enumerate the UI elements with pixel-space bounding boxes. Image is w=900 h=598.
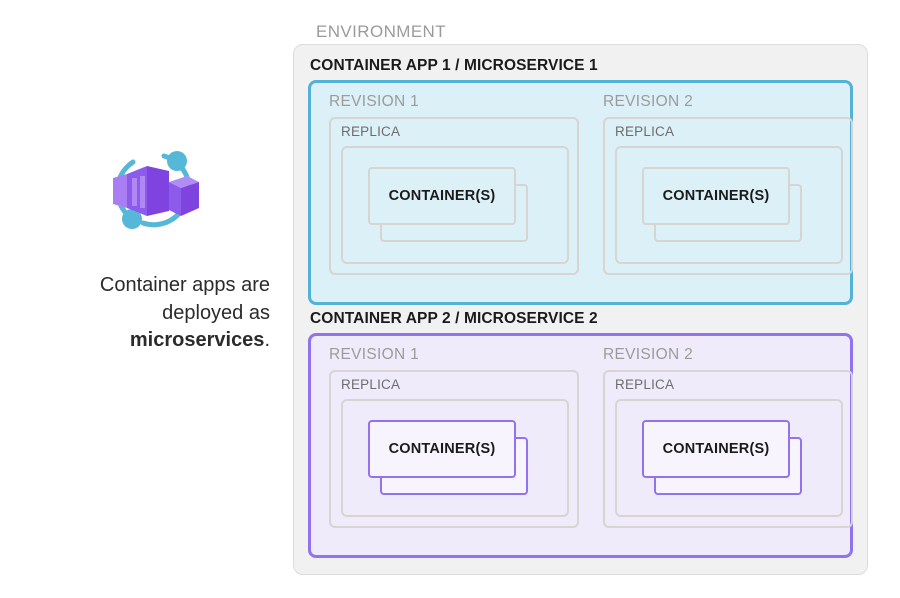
caption-line-1: Container apps are	[99, 274, 270, 296]
app-1-revision-2: REVISION 2 REPLICA CONTAINER(S)	[597, 93, 859, 279]
container-app-2-frame: REVISION 1 REPLICA CONTAINER(S) REVISION	[308, 333, 853, 558]
app-2-revision-1: REVISION 1 REPLICA CONTAINER(S)	[323, 346, 585, 532]
app-1-revision-1: REVISION 1 REPLICA CONTAINER(S)	[323, 93, 585, 279]
container-stack: CONTAINER(S)	[368, 420, 528, 498]
container-card-front: CONTAINER(S)	[642, 420, 790, 478]
revision-label: REVISION 1	[329, 346, 419, 363]
pod-box: CONTAINER(S)	[341, 399, 569, 517]
caption-emphasis: microservices	[129, 329, 265, 352]
container-stack: CONTAINER(S)	[368, 167, 528, 245]
caption-line-2: deployed as	[162, 301, 270, 324]
caption-period: .	[264, 329, 270, 352]
container-app-1-frame: REVISION 1 REPLICA CONTAINER(S) REVISION	[308, 80, 853, 305]
azure-container-apps-logo	[40, 130, 270, 250]
container-app-2-title: CONTAINER APP 2 / MICROSERVICE 2	[310, 310, 598, 327]
replica-label: REPLICA	[615, 377, 675, 392]
container-app-2-group: CONTAINER APP 2 / MICROSERVICE 2 REVISIO…	[308, 310, 853, 558]
container-app-1-group: CONTAINER APP 1 / MICROSERVICE 1 REVISIO…	[308, 57, 853, 305]
replica-box: REPLICA CONTAINER(S)	[329, 370, 579, 528]
pod-box: CONTAINER(S)	[615, 399, 843, 517]
container-label: CONTAINER(S)	[388, 441, 496, 457]
environment-label: ENVIRONMENT	[316, 22, 447, 41]
replica-label: REPLICA	[341, 377, 401, 392]
replica-label: REPLICA	[615, 124, 675, 139]
replica-box: REPLICA CONTAINER(S)	[603, 370, 853, 528]
pod-box: CONTAINER(S)	[341, 146, 569, 264]
container-stack: CONTAINER(S)	[642, 420, 802, 498]
container-card-front: CONTAINER(S)	[368, 167, 516, 225]
replica-box: REPLICA CONTAINER(S)	[329, 117, 579, 275]
container-label: CONTAINER(S)	[662, 441, 770, 457]
pod-box: CONTAINER(S)	[615, 146, 843, 264]
container-label: CONTAINER(S)	[388, 188, 496, 204]
app-2-revision-2: REVISION 2 REPLICA CONTAINER(S)	[597, 346, 859, 532]
container-label: CONTAINER(S)	[662, 188, 770, 204]
replica-label: REPLICA	[341, 124, 401, 139]
revision-label: REVISION 1	[329, 93, 419, 110]
explanation-panel: Container apps are deployed as microserv…	[40, 130, 270, 355]
container-card-front: CONTAINER(S)	[368, 420, 516, 478]
container-app-1-title: CONTAINER APP 1 / MICROSERVICE 1	[310, 57, 598, 74]
container-stack: CONTAINER(S)	[642, 167, 802, 245]
container-card-front: CONTAINER(S)	[642, 167, 790, 225]
revision-label: REVISION 2	[603, 93, 693, 110]
replica-box: REPLICA CONTAINER(S)	[603, 117, 853, 275]
caption-text: Container apps are deployed as microserv…	[40, 272, 270, 355]
environment-box: CONTAINER APP 1 / MICROSERVICE 1 REVISIO…	[293, 44, 868, 575]
revision-label: REVISION 2	[603, 346, 693, 363]
